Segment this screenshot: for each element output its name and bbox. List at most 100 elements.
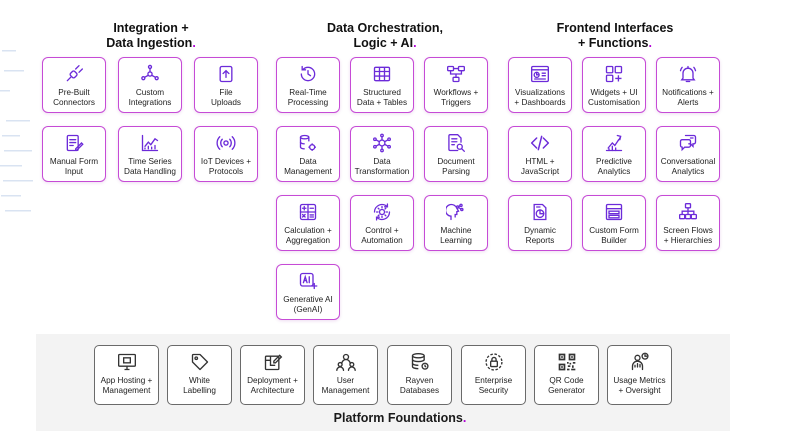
tile-label: Conversational Analytics	[660, 157, 716, 176]
code-icon	[530, 135, 550, 151]
tile-pre-built-connectors[interactable]: Pre-Built Connectors	[42, 57, 106, 113]
qr-code-icon	[558, 353, 575, 371]
report-pie-icon	[533, 203, 547, 221]
tile-label: Workflows + Triggers	[433, 88, 479, 107]
upload-icon	[219, 65, 233, 83]
tile-document-parsing[interactable]: Document Parsing	[424, 126, 488, 182]
users-icon	[335, 353, 356, 371]
tile-iot-devices[interactable]: IoT Devices + Protocols	[194, 126, 258, 182]
foundation-white-labelling[interactable]: White Labelling	[167, 345, 232, 405]
tile-predictive-analytics[interactable]: Predictive Analytics	[582, 126, 646, 182]
tile-label: Predictive Analytics	[596, 157, 632, 176]
tile-label: Screen Flows + Hierarchies	[663, 226, 713, 245]
tile-label: QR Code Generator	[548, 376, 585, 395]
tile-label: Generative AI (GenAI)	[283, 295, 333, 314]
tile-calculation[interactable]: Calculation + Aggregation	[276, 195, 340, 251]
dashboard-icon	[531, 65, 549, 83]
tile-widgets[interactable]: Widgets + UI Customisation	[582, 57, 646, 113]
tile-label: Machine Learning	[440, 226, 472, 245]
tile-label: Custom Form Builder	[589, 226, 639, 245]
plug-icon	[66, 65, 84, 82]
foundation-enterprise-security[interactable]: Enterprise Security	[461, 345, 526, 405]
tile-label: Structured Data + Tables	[356, 88, 408, 107]
ai-sparkle-icon	[299, 272, 318, 290]
tile-real-time-processing[interactable]: Real-Time Processing	[276, 57, 340, 113]
tile-workflows[interactable]: Workflows + Triggers	[424, 57, 488, 113]
heading-dot: .	[648, 36, 652, 50]
tile-label: IoT Devices + Protocols	[200, 157, 252, 176]
tile-label: Calculation + Aggregation	[284, 226, 332, 245]
tile-manual-form-input[interactable]: Manual Form Input	[42, 126, 106, 182]
tile-control-automation[interactable]: Control + Automation	[350, 195, 414, 251]
tile-time-series[interactable]: Time Series Data Handling	[118, 126, 182, 182]
tile-html-javascript[interactable]: HTML + JavaScript	[508, 126, 572, 182]
gear-cycle-icon	[373, 203, 391, 221]
tile-label: HTML + JavaScript	[520, 157, 560, 176]
tile-label: Time Series Data Handling	[124, 157, 176, 176]
table-icon	[373, 66, 391, 82]
foundations-title-text: Platform Foundations	[333, 411, 463, 425]
heading-line2: + Functions	[578, 36, 649, 50]
tile-label: Pre-Built Connectors	[53, 88, 95, 107]
background-artifact	[0, 50, 33, 212]
tile-notifications[interactable]: Notifications + Alerts	[656, 57, 720, 113]
foundation-deployment[interactable]: Deployment + Architecture	[240, 345, 305, 405]
tile-label: Deployment + Architecture	[247, 376, 298, 395]
heading-dot: .	[192, 36, 196, 50]
tile-label: File Uploads	[210, 88, 242, 107]
chart-line-icon	[141, 134, 159, 152]
tile-screen-flows[interactable]: Screen Flows + Hierarchies	[656, 195, 720, 251]
calculator-icon	[299, 203, 317, 221]
widgets-icon	[605, 65, 623, 83]
foundation-user-management[interactable]: User Management	[313, 345, 378, 405]
tile-structured-data[interactable]: Structured Data + Tables	[350, 57, 414, 113]
tile-data-transformation[interactable]: Data Transformation	[350, 126, 414, 182]
network-icon	[141, 64, 159, 81]
foundation-usage-metrics[interactable]: Usage Metrics + Oversight	[607, 345, 672, 405]
heading-line1: Data Orchestration,	[326, 21, 443, 35]
document-search-icon	[448, 134, 465, 152]
hierarchy-icon	[679, 203, 697, 220]
tile-dynamic-reports[interactable]: Dynamic Reports	[508, 195, 572, 251]
tile-label: User Management	[321, 376, 370, 395]
monitor-icon	[117, 353, 136, 371]
tile-visualizations[interactable]: Visualizations + Dashboards	[508, 57, 572, 113]
foundations-title-dot: .	[462, 411, 467, 425]
workflow-icon	[447, 65, 465, 83]
heading-dot: .	[413, 36, 417, 50]
tile-label: White Labelling	[183, 376, 216, 395]
tile-label: Usage Metrics + Oversight	[613, 376, 666, 395]
database-icon	[411, 353, 429, 370]
heading-line2: Logic + AI	[353, 36, 414, 50]
foundation-rayven-databases[interactable]: Rayven Databases	[387, 345, 452, 405]
tile-label: Real-Time Processing	[287, 88, 329, 107]
heading-frontend: Frontend Interfaces + Functions.	[535, 21, 695, 51]
tile-label: Enterprise Security	[474, 376, 513, 395]
form-builder-icon	[605, 203, 623, 221]
tile-label: Notifications + Alerts	[662, 88, 714, 107]
lock-icon	[484, 353, 503, 371]
tile-label: Control + Automation	[361, 226, 403, 245]
heading-line2: Data Ingestion	[106, 36, 193, 50]
chat-icon	[679, 134, 697, 152]
tile-machine-learning[interactable]: Machine Learning	[424, 195, 488, 251]
tile-data-management[interactable]: Data Management	[276, 126, 340, 182]
tile-label: Data Management	[284, 157, 332, 176]
tile-custom-form-builder[interactable]: Custom Form Builder	[582, 195, 646, 251]
foundation-qr-code-generator[interactable]: QR Code Generator	[534, 345, 599, 405]
tile-file-uploads[interactable]: File Uploads	[194, 57, 258, 113]
iot-signal-icon	[216, 136, 236, 150]
tile-custom-integrations[interactable]: Custom Integrations	[118, 57, 182, 113]
blueprint-icon	[264, 354, 282, 371]
person-metrics-icon	[631, 352, 649, 371]
tile-label: Dynamic Reports	[524, 226, 556, 245]
heading-integration: Integration + Data Ingestion.	[86, 21, 216, 51]
tile-conversational-analytics[interactable]: Conversational Analytics	[656, 126, 720, 182]
data-gear-icon	[299, 134, 316, 151]
tile-label: Custom Integrations	[128, 88, 172, 107]
tile-label: Rayven Databases	[399, 376, 440, 395]
tile-generative-ai[interactable]: Generative AI (GenAI)	[276, 264, 340, 320]
foundation-app-hosting[interactable]: App Hosting + Management	[94, 345, 159, 405]
foundations-title: Platform Foundations.	[0, 411, 800, 425]
form-edit-icon	[66, 134, 84, 152]
